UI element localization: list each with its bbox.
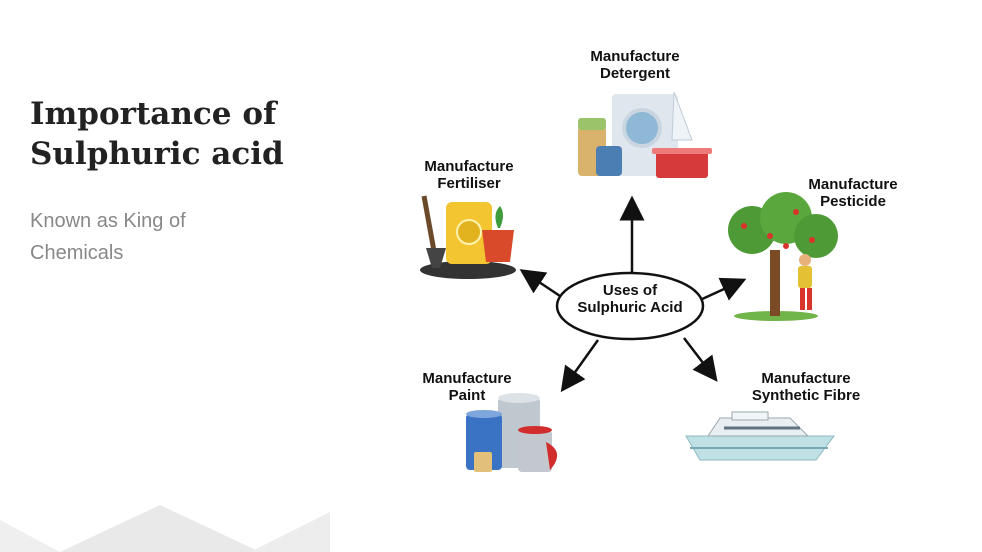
label-paint: Manufacture Paint (422, 370, 512, 404)
arrow-to-fertiliser (519, 269, 561, 298)
arrow-to-synthetic-fibre (683, 337, 718, 382)
label-fertiliser: Manufacture Fertiliser (424, 158, 514, 192)
pesticide-tree-icon (728, 192, 838, 321)
slide-subtitle: Known as King of Chemicals (30, 210, 186, 264)
arrow-to-pesticide (699, 277, 747, 302)
label-synthetic-fibre: Manufacture Synthetic Fibre (751, 370, 861, 404)
fertiliser-icon (420, 195, 516, 279)
slide-title: Importance of Sulphuric acid (30, 96, 284, 172)
label-detergent: Manufacture Detergent (590, 48, 680, 82)
detergent-icon (578, 91, 712, 178)
paint-cans-icon (466, 393, 558, 472)
center-ellipse (555, 271, 705, 341)
center-label: Uses of Sulphuric Acid (577, 282, 683, 316)
boat-icon (685, 411, 835, 461)
label-pesticide: Manufacture Pesticide (808, 176, 898, 210)
arrow-to-paint (560, 339, 600, 393)
